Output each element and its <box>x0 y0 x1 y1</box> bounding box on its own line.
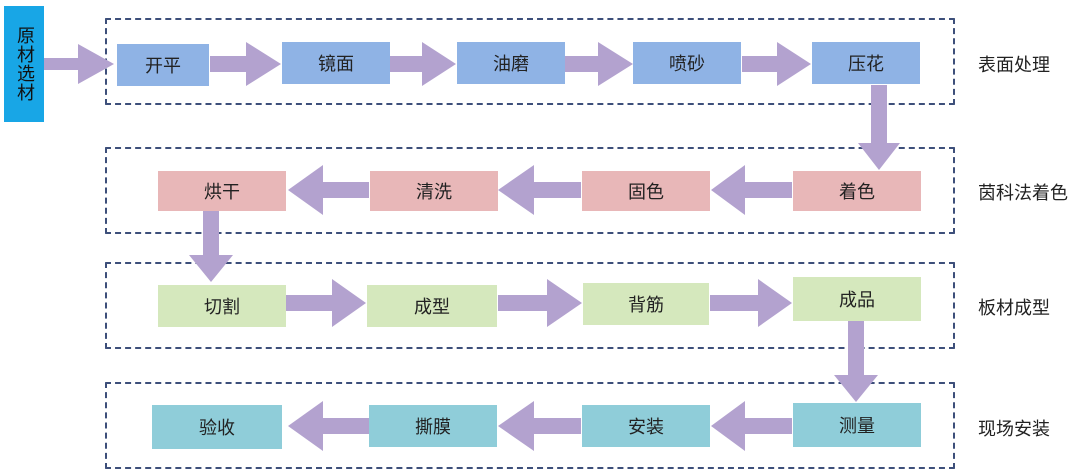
step-box: 成型 <box>367 285 497 327</box>
step-box: 撕膜 <box>369 405 497 447</box>
step-box: 喷砂 <box>633 42 741 84</box>
arrow-left-icon <box>288 165 369 215</box>
arrow-down-icon <box>858 85 900 170</box>
arrow-right-icon <box>390 42 456 86</box>
group-frame-forming <box>105 262 955 349</box>
group-frame-install <box>105 382 955 469</box>
group-label: 板材成型 <box>978 298 1050 319</box>
arrow-left-icon <box>498 165 581 215</box>
step-box: 成品 <box>793 277 921 321</box>
step-box: 验收 <box>152 405 282 449</box>
group-label: 现场安装 <box>978 419 1050 440</box>
arrow-right-icon <box>498 279 582 327</box>
step-box: 压花 <box>812 42 920 84</box>
step-box: 安装 <box>582 405 710 447</box>
arrow-down-icon <box>189 210 233 282</box>
step-box: 背筋 <box>583 283 709 325</box>
step-box: 着色 <box>793 171 921 211</box>
step-box: 镜面 <box>282 42 390 84</box>
arrow-right-icon <box>286 279 366 327</box>
step-box: 清洗 <box>370 171 498 211</box>
step-box: 油磨 <box>457 42 565 84</box>
arrow-right-icon <box>742 42 811 86</box>
step-box: 测量 <box>793 403 921 447</box>
arrow-right-icon <box>710 279 792 327</box>
arrow-down-icon <box>834 320 878 402</box>
step-box: 烘干 <box>158 171 286 211</box>
arrow-left-icon <box>711 165 792 215</box>
arrow-right-icon <box>565 42 633 86</box>
arrow-left-icon <box>711 401 792 451</box>
group-frame-coloring <box>105 147 955 234</box>
group-label: 表面处理 <box>978 55 1050 76</box>
arrow-right-icon <box>210 42 281 86</box>
arrow-left-icon <box>288 401 369 451</box>
step-box: 固色 <box>582 171 710 211</box>
step-box: 切割 <box>158 285 286 327</box>
arrow-right-icon <box>44 44 114 84</box>
start-block: 原材选材 <box>4 6 44 122</box>
step-box: 开平 <box>117 44 209 86</box>
arrow-left-icon <box>498 401 581 451</box>
group-label: 茵科法着色 <box>978 183 1068 204</box>
